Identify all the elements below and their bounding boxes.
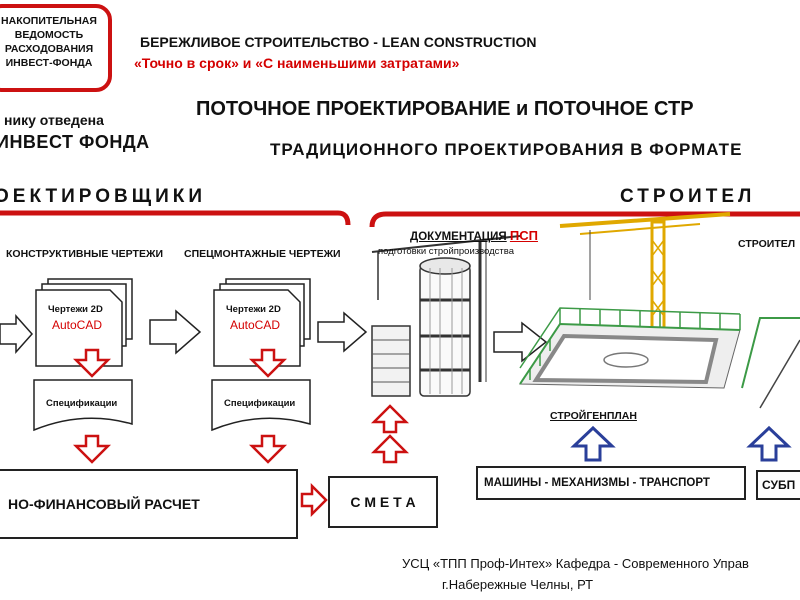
- autocad-label-1: AutoCAD: [52, 318, 103, 332]
- constructive-drawings-label: КОНСТРУКТИВНЫЕ ЧЕРТЕЖИ: [6, 248, 163, 260]
- special-mounting-drawings-label: СПЕЦМОНТАЖНЫЕ ЧЕРТЕЖИ: [184, 248, 341, 260]
- red-down-arrow-1: [72, 348, 112, 378]
- section-designers: ОЕКТИРОВЩИКИ: [0, 186, 206, 207]
- documentation-sublabel: подготовки стройпроизводства: [378, 246, 515, 257]
- specifications-label-1: Спецификации: [46, 398, 118, 409]
- subcontract-box-label: СУБП: [762, 478, 796, 492]
- left-note-line-2: ИНВЕСТ ФОНДА: [0, 132, 150, 152]
- footer-line-1: УСЦ «ТПП Проф-Интех» Кафедра - Современн…: [402, 556, 749, 571]
- lean-header: БЕРЕЖЛИВОЕ СТРОИТЕЛЬСТВО - LEAN CONSTRUC…: [140, 34, 537, 50]
- specs-doc-2: [211, 379, 311, 432]
- blue-up-arrow-1: [570, 425, 616, 462]
- arrow-docs-site: [493, 321, 548, 363]
- machines-box-label: МАШИНЫ - МЕХАНИЗМЫ - ТРАНСПОРТ: [484, 477, 710, 489]
- red-down-arrow-2: [72, 434, 112, 464]
- finance-box-label: НО-ФИНАНСОВЫЙ РАСЧЕТ: [8, 496, 200, 512]
- slogan: «Точно в срок» и «С наименьшими затратам…: [134, 55, 460, 71]
- site-plan-label: СТРОЙГЕНПЛАН: [550, 410, 637, 422]
- documentation-label: ДОКУМЕНТАЦИЯ ПСП: [410, 228, 538, 243]
- psp-label: ПСП: [509, 228, 538, 243]
- smeta-box-label: С М Е Т А: [350, 494, 416, 510]
- site-plan-illustration: [519, 307, 800, 409]
- arrow-col2-docs: [317, 311, 368, 353]
- blue-up-arrow-2: [746, 425, 792, 462]
- red-right-arrow: [300, 482, 328, 518]
- smeta-box: С М Е Т А: [328, 476, 438, 528]
- ledger-logo-box: НАКОПИТЕЛЬНАЯ ВЕДОМОСТЬ РАСХОДОВАНИЯ ИНВ…: [0, 4, 112, 92]
- drawings-stack-2: [213, 278, 311, 367]
- drawings-2d-label-2: Чертежи 2D: [226, 304, 281, 315]
- documentation-text: ДОКУМЕНТАЦИЯ: [410, 231, 507, 243]
- red-up-arrow-1: [370, 434, 410, 464]
- footer-line-2: г.Набережные Челны, РТ: [442, 577, 594, 592]
- subcontract-box: СУБП: [756, 470, 800, 500]
- arrow-in-left: [0, 314, 34, 354]
- logo-line-3: РАСХОДОВАНИЯ: [4, 43, 94, 55]
- logo-line-4: ИНВЕСТ-ФОНДА: [5, 57, 93, 69]
- finance-box: НО-ФИНАНСОВЫЙ РАСЧЕТ: [0, 469, 298, 539]
- red-down-arrow-4: [248, 434, 288, 464]
- machines-box: МАШИНЫ - МЕХАНИЗМЫ - ТРАНСПОРТ: [476, 466, 746, 500]
- specs-doc-1: [33, 379, 133, 432]
- documentation-illustration: [371, 235, 521, 397]
- section-builders: СТРОИТЕЛ: [620, 186, 756, 207]
- arrow-col1-col2: [149, 309, 202, 355]
- construction-crane: [559, 212, 731, 374]
- autocad-label-2: AutoCAD: [230, 318, 281, 332]
- specifications-label-2: Спецификации: [224, 398, 296, 409]
- designers-bracket: [0, 210, 351, 226]
- red-down-arrow-3: [248, 348, 288, 378]
- subtitle: ТРАДИЦИОННОГО ПРОЕКТИРОВАНИЯ В ФОРМАТЕ: [270, 140, 743, 159]
- builders-right-label: СТРОИТЕЛ: [738, 238, 796, 250]
- drawings-2d-label-1: Чертежи 2D: [48, 304, 103, 315]
- logo-line-1: НАКОПИТЕЛЬНАЯ: [1, 15, 97, 27]
- builders-bracket: [369, 211, 800, 228]
- left-note-line-1: нику отведена: [4, 112, 104, 128]
- main-title: ПОТОЧНОЕ ПРОЕКТИРОВАНИЕ и ПОТОЧНОЕ СТР: [196, 98, 694, 120]
- logo-line-2: ВЕДОМОСТЬ: [14, 29, 84, 41]
- red-up-arrow-2: [370, 404, 410, 434]
- drawings-stack-1: [35, 278, 133, 367]
